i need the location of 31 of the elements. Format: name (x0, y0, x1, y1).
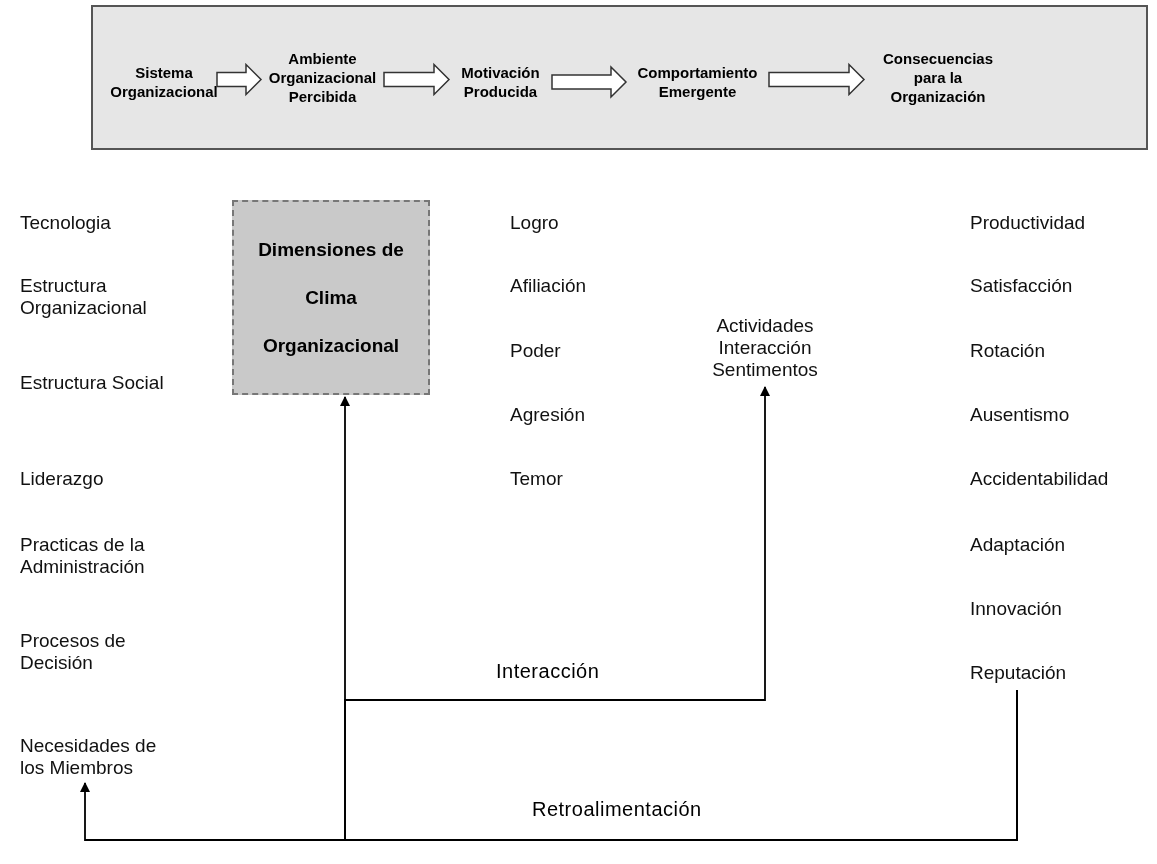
factor-label: Accidentabilidad (970, 468, 1110, 490)
factor-label: Afiliación (510, 275, 588, 297)
factor-label: Procesos de Decisión (20, 630, 127, 674)
stage-label: Comportamiento Emergente (630, 57, 765, 107)
factor-label: Tecnologia (20, 212, 112, 234)
factor-label: Adaptación (970, 534, 1067, 556)
factor-label: Ausentismo (970, 404, 1071, 426)
factor-label: Estructura Social (20, 372, 165, 394)
factor-label: Rotación (970, 340, 1046, 362)
stage-label: Ambiente Organizacional Percibida (265, 42, 380, 112)
factor-label: Liderazgo (20, 468, 105, 490)
factor-label: Satisfacción (970, 275, 1074, 297)
climate-box: Dimensiones de Clima Organizacional (232, 200, 430, 395)
factor-label: Productividad (970, 212, 1087, 234)
factor-label: Agresión (510, 404, 586, 426)
block-arrow (768, 62, 866, 97)
factor-label: Practicas de la Administración (20, 534, 146, 578)
block-arrow (216, 62, 263, 97)
stage-label: Motivación Producida (453, 57, 548, 107)
factor-label: Estructura Organizacional (20, 275, 148, 319)
factor-label: Temor (510, 468, 564, 490)
block-arrow (383, 62, 451, 97)
band-panel (91, 5, 1148, 150)
node-label: Reputación (970, 662, 1080, 686)
factor-label: Logro (510, 212, 560, 234)
factor-label: Poder (510, 340, 562, 362)
node-label: Necesidades de los Miembros (20, 735, 170, 781)
node-label: Actividades Interacción Sentimentos (695, 315, 835, 385)
factor-label: Innovación (970, 598, 1063, 620)
stage-label: Consecuencias para la Organización (868, 42, 1008, 112)
block-arrow (551, 65, 628, 99)
